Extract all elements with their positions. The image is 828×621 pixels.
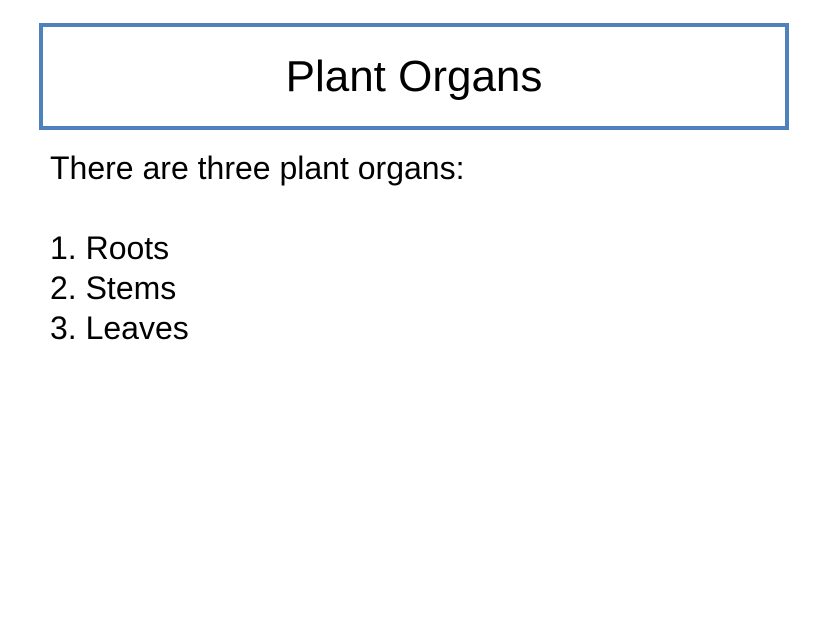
list-item: 1. Roots <box>50 230 170 266</box>
slide-title: Plant Organs <box>285 51 543 101</box>
list-item: 3. Leaves <box>50 310 189 346</box>
slide-body: There are three plant organs: 1. Roots 2… <box>50 148 464 348</box>
title-box: Plant Organs <box>39 23 789 130</box>
list-item: 2. Stems <box>50 270 177 306</box>
intro-text: There are three plant organs: <box>50 150 465 186</box>
